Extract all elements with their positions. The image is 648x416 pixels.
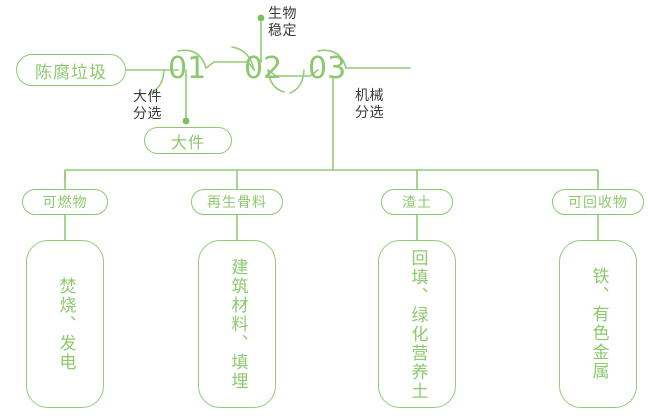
stage-number-02[interactable]: 02 (244, 51, 283, 86)
arc-01-bottom (149, 69, 165, 94)
outcome-box-2[interactable]: 建筑材料、填埋 (198, 240, 276, 408)
arc-03-top (317, 49, 347, 69)
outcome-box-1[interactable]: 焚烧、发电 (26, 240, 104, 408)
output-pill-3[interactable]: 渣土 (381, 189, 453, 215)
start-node-label[interactable]: 陈腐垃圾 (16, 54, 126, 86)
outcome-text-1: 焚烧、发电 (55, 276, 76, 372)
stage-01-process-label: 大件 分选 (133, 89, 162, 122)
dot-bio-branch (257, 14, 265, 22)
stage-03-process-label: 机械 分选 (355, 88, 384, 121)
arc-01-top (177, 49, 207, 69)
bus-horizontal (64, 169, 599, 183)
stage-02-process-label: 生物 稳定 (268, 6, 297, 39)
outcome-text-2: 建筑材料、填埋 (227, 257, 248, 391)
arc-02-bottom (267, 69, 285, 93)
wire-01-to-02 (205, 61, 255, 71)
stage-number-01[interactable]: 01 (168, 51, 207, 86)
output-pill-4[interactable]: 可回收物 (552, 189, 644, 215)
arc-02-top (231, 46, 255, 71)
outcome-text-4: 铁、有色金属 (588, 267, 609, 381)
outcome-box-3[interactable]: 回填、绿化营养土 (378, 240, 456, 408)
wire-02-to-03 (267, 69, 319, 77)
bulky-output-pill[interactable]: 大件 (144, 127, 232, 154)
output-pill-2[interactable]: 再生骨料 (191, 189, 283, 215)
dot-bulky-branch (182, 117, 190, 125)
stage-number-03[interactable]: 03 (308, 51, 347, 86)
arc-03-bottom (289, 69, 305, 94)
outcome-box-4[interactable]: 铁、有色金属 (559, 240, 637, 408)
outcome-text-3: 回填、绿化营养土 (407, 249, 428, 401)
output-pill-1[interactable]: 可燃物 (22, 189, 108, 215)
